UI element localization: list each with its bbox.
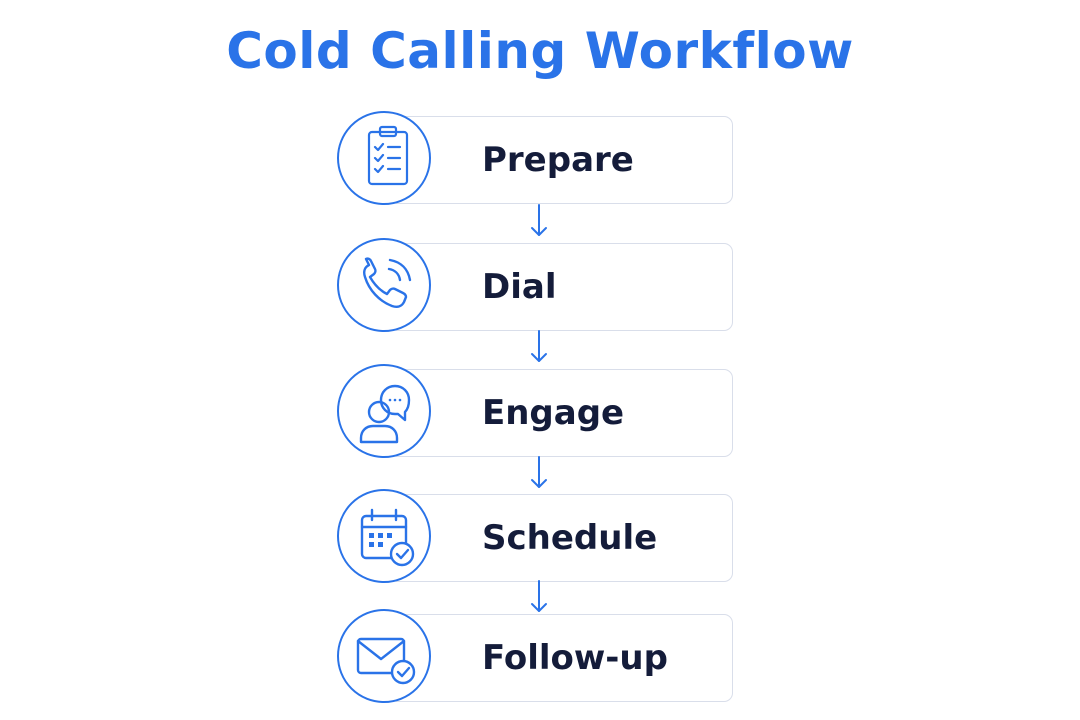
flow-arrow	[529, 456, 549, 490]
step-icon-circle	[337, 111, 431, 205]
step-box	[389, 243, 733, 331]
step-icon-circle	[337, 489, 431, 583]
step-prepare: Prepare	[336, 111, 736, 209]
step-icon-circle	[337, 238, 431, 332]
step-engage: Engage	[336, 364, 736, 462]
calendar-check-icon	[360, 508, 415, 567]
flow-arrow	[529, 204, 549, 238]
person-chat-icon	[359, 384, 411, 444]
step-dial: Dial	[336, 238, 736, 336]
clipboard-checklist-icon	[367, 125, 409, 186]
step-icon-circle	[337, 609, 431, 703]
step-follow-up: Follow-up	[336, 609, 736, 707]
diagram-title: Cold Calling Workflow	[226, 22, 854, 80]
step-icon-circle	[337, 364, 431, 458]
step-label: Engage	[482, 393, 625, 433]
step-label: Prepare	[482, 140, 634, 180]
envelope-check-icon	[356, 637, 416, 685]
step-box	[389, 614, 733, 702]
step-box	[389, 369, 733, 457]
step-label: Schedule	[482, 518, 658, 558]
step-label: Dial	[482, 267, 557, 307]
step-box	[389, 116, 733, 204]
phone-ringing-icon	[363, 257, 412, 308]
flow-arrow	[529, 580, 549, 614]
step-schedule: Schedule	[336, 489, 736, 587]
flow-arrow	[529, 330, 549, 364]
step-label: Follow-up	[482, 638, 668, 678]
